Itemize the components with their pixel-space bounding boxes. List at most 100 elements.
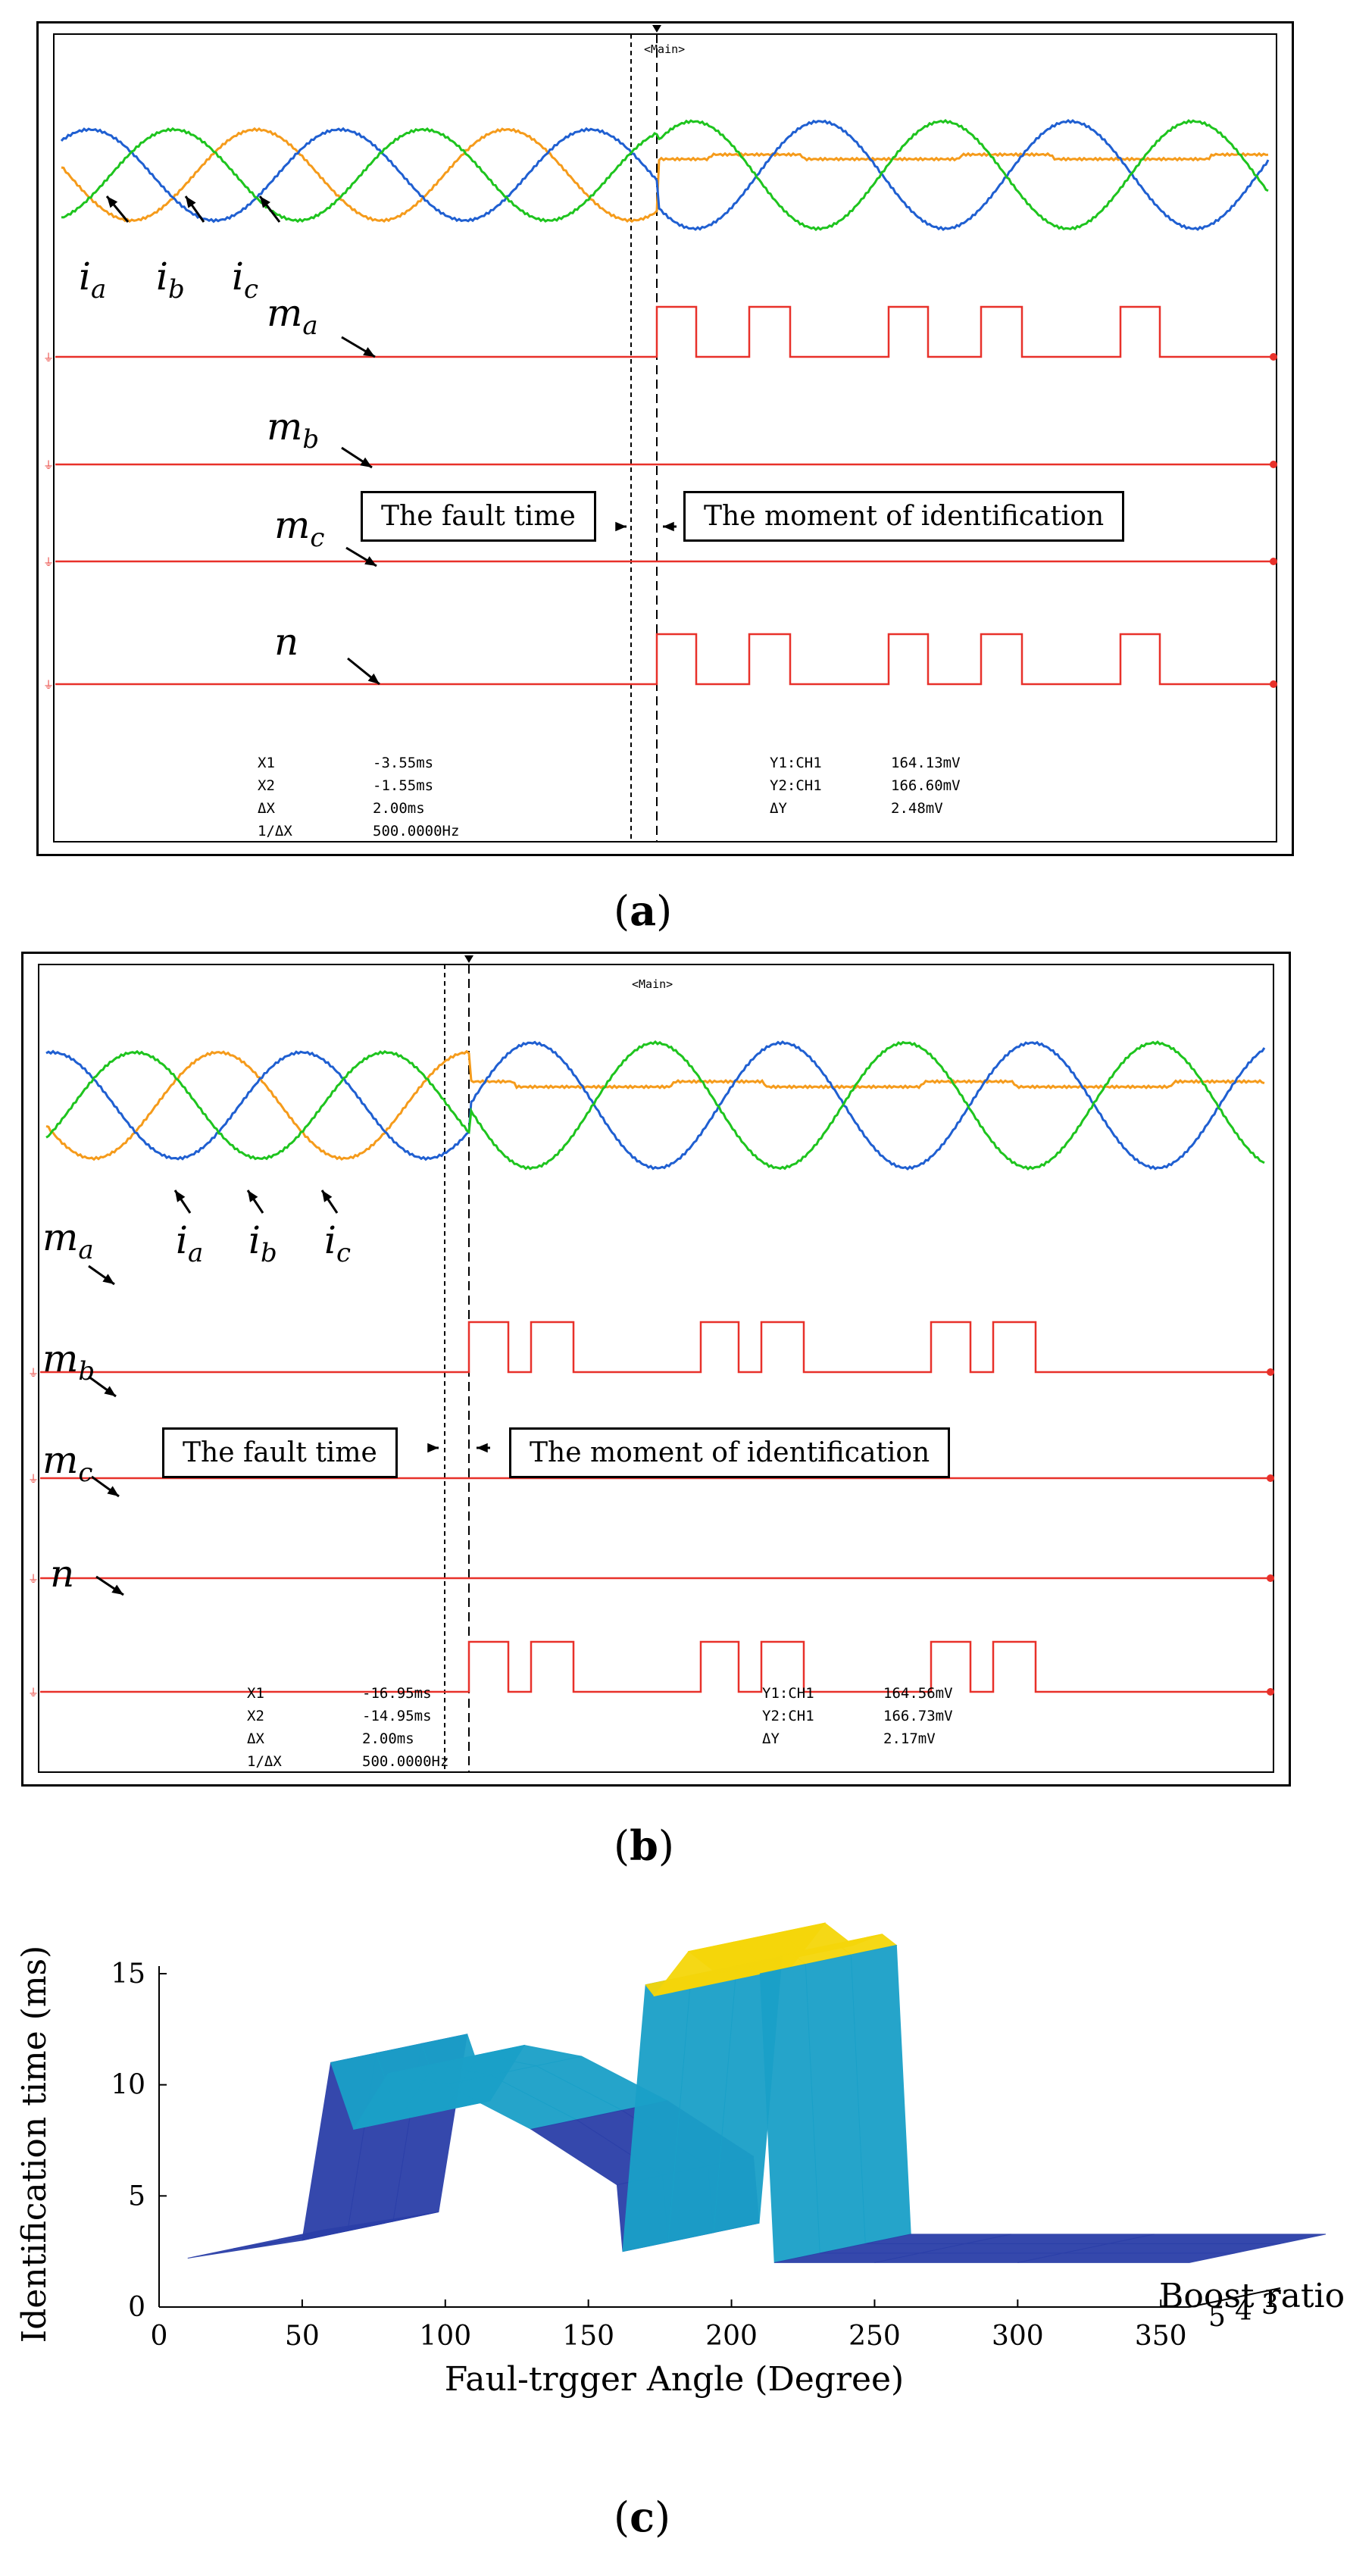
channel-ground-marker: ⏚ bbox=[28, 1574, 39, 1586]
y-tick-label: 10 bbox=[111, 2070, 145, 2101]
y-tick-label: 0 bbox=[128, 2292, 145, 2323]
label-ib-b: ib bbox=[248, 1218, 277, 1268]
arrow-head-icon bbox=[322, 1190, 333, 1202]
arrow-head-icon bbox=[367, 673, 380, 684]
arrow-head-icon bbox=[364, 556, 377, 566]
arrow-head-icon bbox=[427, 1443, 439, 1453]
scope-inner-frame bbox=[38, 964, 1274, 1773]
y-axis-label: Identification time (ms) bbox=[15, 1946, 54, 2343]
depth-axis-label: Boost ratio bbox=[1159, 2277, 1345, 2315]
label-mb-b: mb bbox=[42, 1336, 95, 1386]
label-n-b: n bbox=[50, 1552, 75, 1596]
main-marker-label-a: <Main> bbox=[644, 42, 686, 56]
y-tick-label: 15 bbox=[111, 1959, 145, 1990]
label-ia-a: ia bbox=[79, 255, 107, 305]
measurements-left-values-a: -3.55ms -1.55ms 2.00ms 500.0000Hz bbox=[373, 755, 460, 839]
label-ma-b: ma bbox=[42, 1215, 94, 1265]
label-ic-a: ic bbox=[232, 255, 259, 305]
channel-end-marker bbox=[1267, 1368, 1274, 1376]
trace-n bbox=[55, 633, 1270, 686]
scope-screen-a: ⏚ ⏚ ⏚ ⏚ bbox=[36, 21, 1294, 856]
label-ic-b: ic bbox=[324, 1218, 352, 1268]
x-tick-label: 100 bbox=[419, 2321, 471, 2352]
x-tick-label: 150 bbox=[562, 2321, 614, 2352]
x-tick-label: 300 bbox=[992, 2321, 1044, 2352]
measurements-right-values-b: 164.56mV 166.73mV 2.17mV bbox=[883, 1685, 953, 1747]
channel-end-marker bbox=[1267, 1574, 1274, 1582]
channel-end-marker bbox=[1270, 680, 1277, 688]
arrow-head-icon bbox=[663, 521, 674, 532]
main-marker-label-b: <Main> bbox=[632, 977, 673, 991]
fault-time-box-a: The fault time bbox=[361, 491, 596, 542]
y-tick-label: 5 bbox=[128, 2181, 145, 2212]
x-axis-label: Faul-trgger Angle (Degree) bbox=[445, 2360, 904, 2399]
arrow-head-icon bbox=[615, 521, 627, 532]
trace-ib bbox=[45, 1040, 1266, 1171]
fault-time-box-b: The fault time bbox=[162, 1427, 398, 1478]
trace-ma bbox=[40, 1321, 1267, 1374]
arrow-head-icon bbox=[186, 196, 196, 208]
x-tick-label: 50 bbox=[285, 2321, 320, 2352]
label-ib-a: ib bbox=[156, 255, 185, 305]
arrow-head-icon bbox=[107, 1486, 119, 1496]
trace-ia bbox=[45, 1049, 1265, 1161]
arrow-head-icon bbox=[107, 196, 118, 208]
trace-ma bbox=[55, 305, 1270, 358]
trace-ib bbox=[60, 119, 1270, 231]
arrow-head-icon bbox=[104, 1386, 116, 1396]
arrow-head-icon bbox=[248, 1190, 258, 1202]
channel-ground-marker: ⏚ bbox=[28, 1474, 39, 1486]
arrow-head-icon bbox=[260, 196, 270, 208]
trigger-marker-icon bbox=[652, 25, 661, 33]
channel-ground-marker: ⏚ bbox=[28, 1368, 39, 1380]
x-tick-label: 250 bbox=[848, 2321, 901, 2352]
arrow-head-icon bbox=[363, 347, 375, 357]
label-ma-a: ma bbox=[267, 291, 318, 341]
channel-end-marker bbox=[1267, 1474, 1274, 1482]
measurements-left-values-b: -16.95ms -14.95ms 2.00ms 500.0000Hz bbox=[362, 1685, 449, 1770]
depth-tick-label: 3 bbox=[1261, 2290, 1279, 2321]
depth-tick-label: 5 bbox=[1208, 2302, 1226, 2333]
trace-n bbox=[40, 1640, 1267, 1693]
arrow-head-icon bbox=[175, 1190, 186, 1202]
measurements-right-values-a: 164.13mV 166.60mV 2.48mV bbox=[891, 755, 961, 817]
depth-tick-label: 4 bbox=[1235, 2296, 1252, 2327]
channel-ground-marker: ⏚ bbox=[28, 1687, 39, 1699]
label-ia-b: ia bbox=[176, 1218, 204, 1268]
label-n-a: n bbox=[274, 620, 299, 664]
caption-a: (a) bbox=[614, 886, 673, 935]
identification-box-b: The moment of identification bbox=[509, 1427, 951, 1478]
channel-end-marker bbox=[1270, 461, 1277, 468]
x-tick-label: 0 bbox=[151, 2321, 168, 2352]
caption-b: (b) bbox=[614, 1821, 674, 1870]
channel-ground-marker: ⏚ bbox=[43, 460, 54, 472]
depth-axis-line bbox=[1189, 2287, 1281, 2308]
trace-ic bbox=[45, 1039, 1265, 1171]
label-mb-a: mb bbox=[267, 405, 320, 455]
channel-ground-marker: ⏚ bbox=[43, 352, 54, 364]
waveform-plot-a: ⏚ ⏚ ⏚ ⏚ bbox=[43, 25, 1277, 843]
arrow-head-icon bbox=[111, 1584, 123, 1595]
scope-inner-frame bbox=[53, 33, 1277, 843]
surface-patch bbox=[187, 2239, 291, 2259]
label-mc-a: mc bbox=[274, 503, 325, 553]
x-tick-label: 200 bbox=[705, 2321, 758, 2352]
caption-c: (c) bbox=[614, 2493, 671, 2541]
channel-end-marker bbox=[1267, 1688, 1274, 1696]
arrow-head-icon bbox=[477, 1443, 488, 1453]
label-mc-b: mc bbox=[42, 1438, 93, 1488]
channel-end-marker bbox=[1270, 558, 1277, 565]
waveform-plot-b: ⏚ ⏚ ⏚ ⏚ bbox=[28, 955, 1274, 1773]
arrow-head-icon bbox=[360, 457, 372, 467]
trace-ia bbox=[61, 127, 1269, 224]
arrow-head-icon bbox=[102, 1274, 114, 1284]
identification-box-a: The moment of identification bbox=[683, 491, 1125, 542]
channel-ground-marker: ⏚ bbox=[43, 680, 54, 692]
measurements-right-a: Y1:CH1 Y2:CH1 ΔY bbox=[770, 755, 822, 817]
measurements-left-a: X1 X2 ΔX 1/ΔX bbox=[258, 755, 292, 839]
channel-end-marker bbox=[1270, 353, 1277, 361]
surface-patch bbox=[1017, 2252, 1236, 2263]
measurements-right-b: Y1:CH1 Y2:CH1 ΔY bbox=[762, 1685, 814, 1747]
channel-ground-marker: ⏚ bbox=[43, 557, 54, 569]
